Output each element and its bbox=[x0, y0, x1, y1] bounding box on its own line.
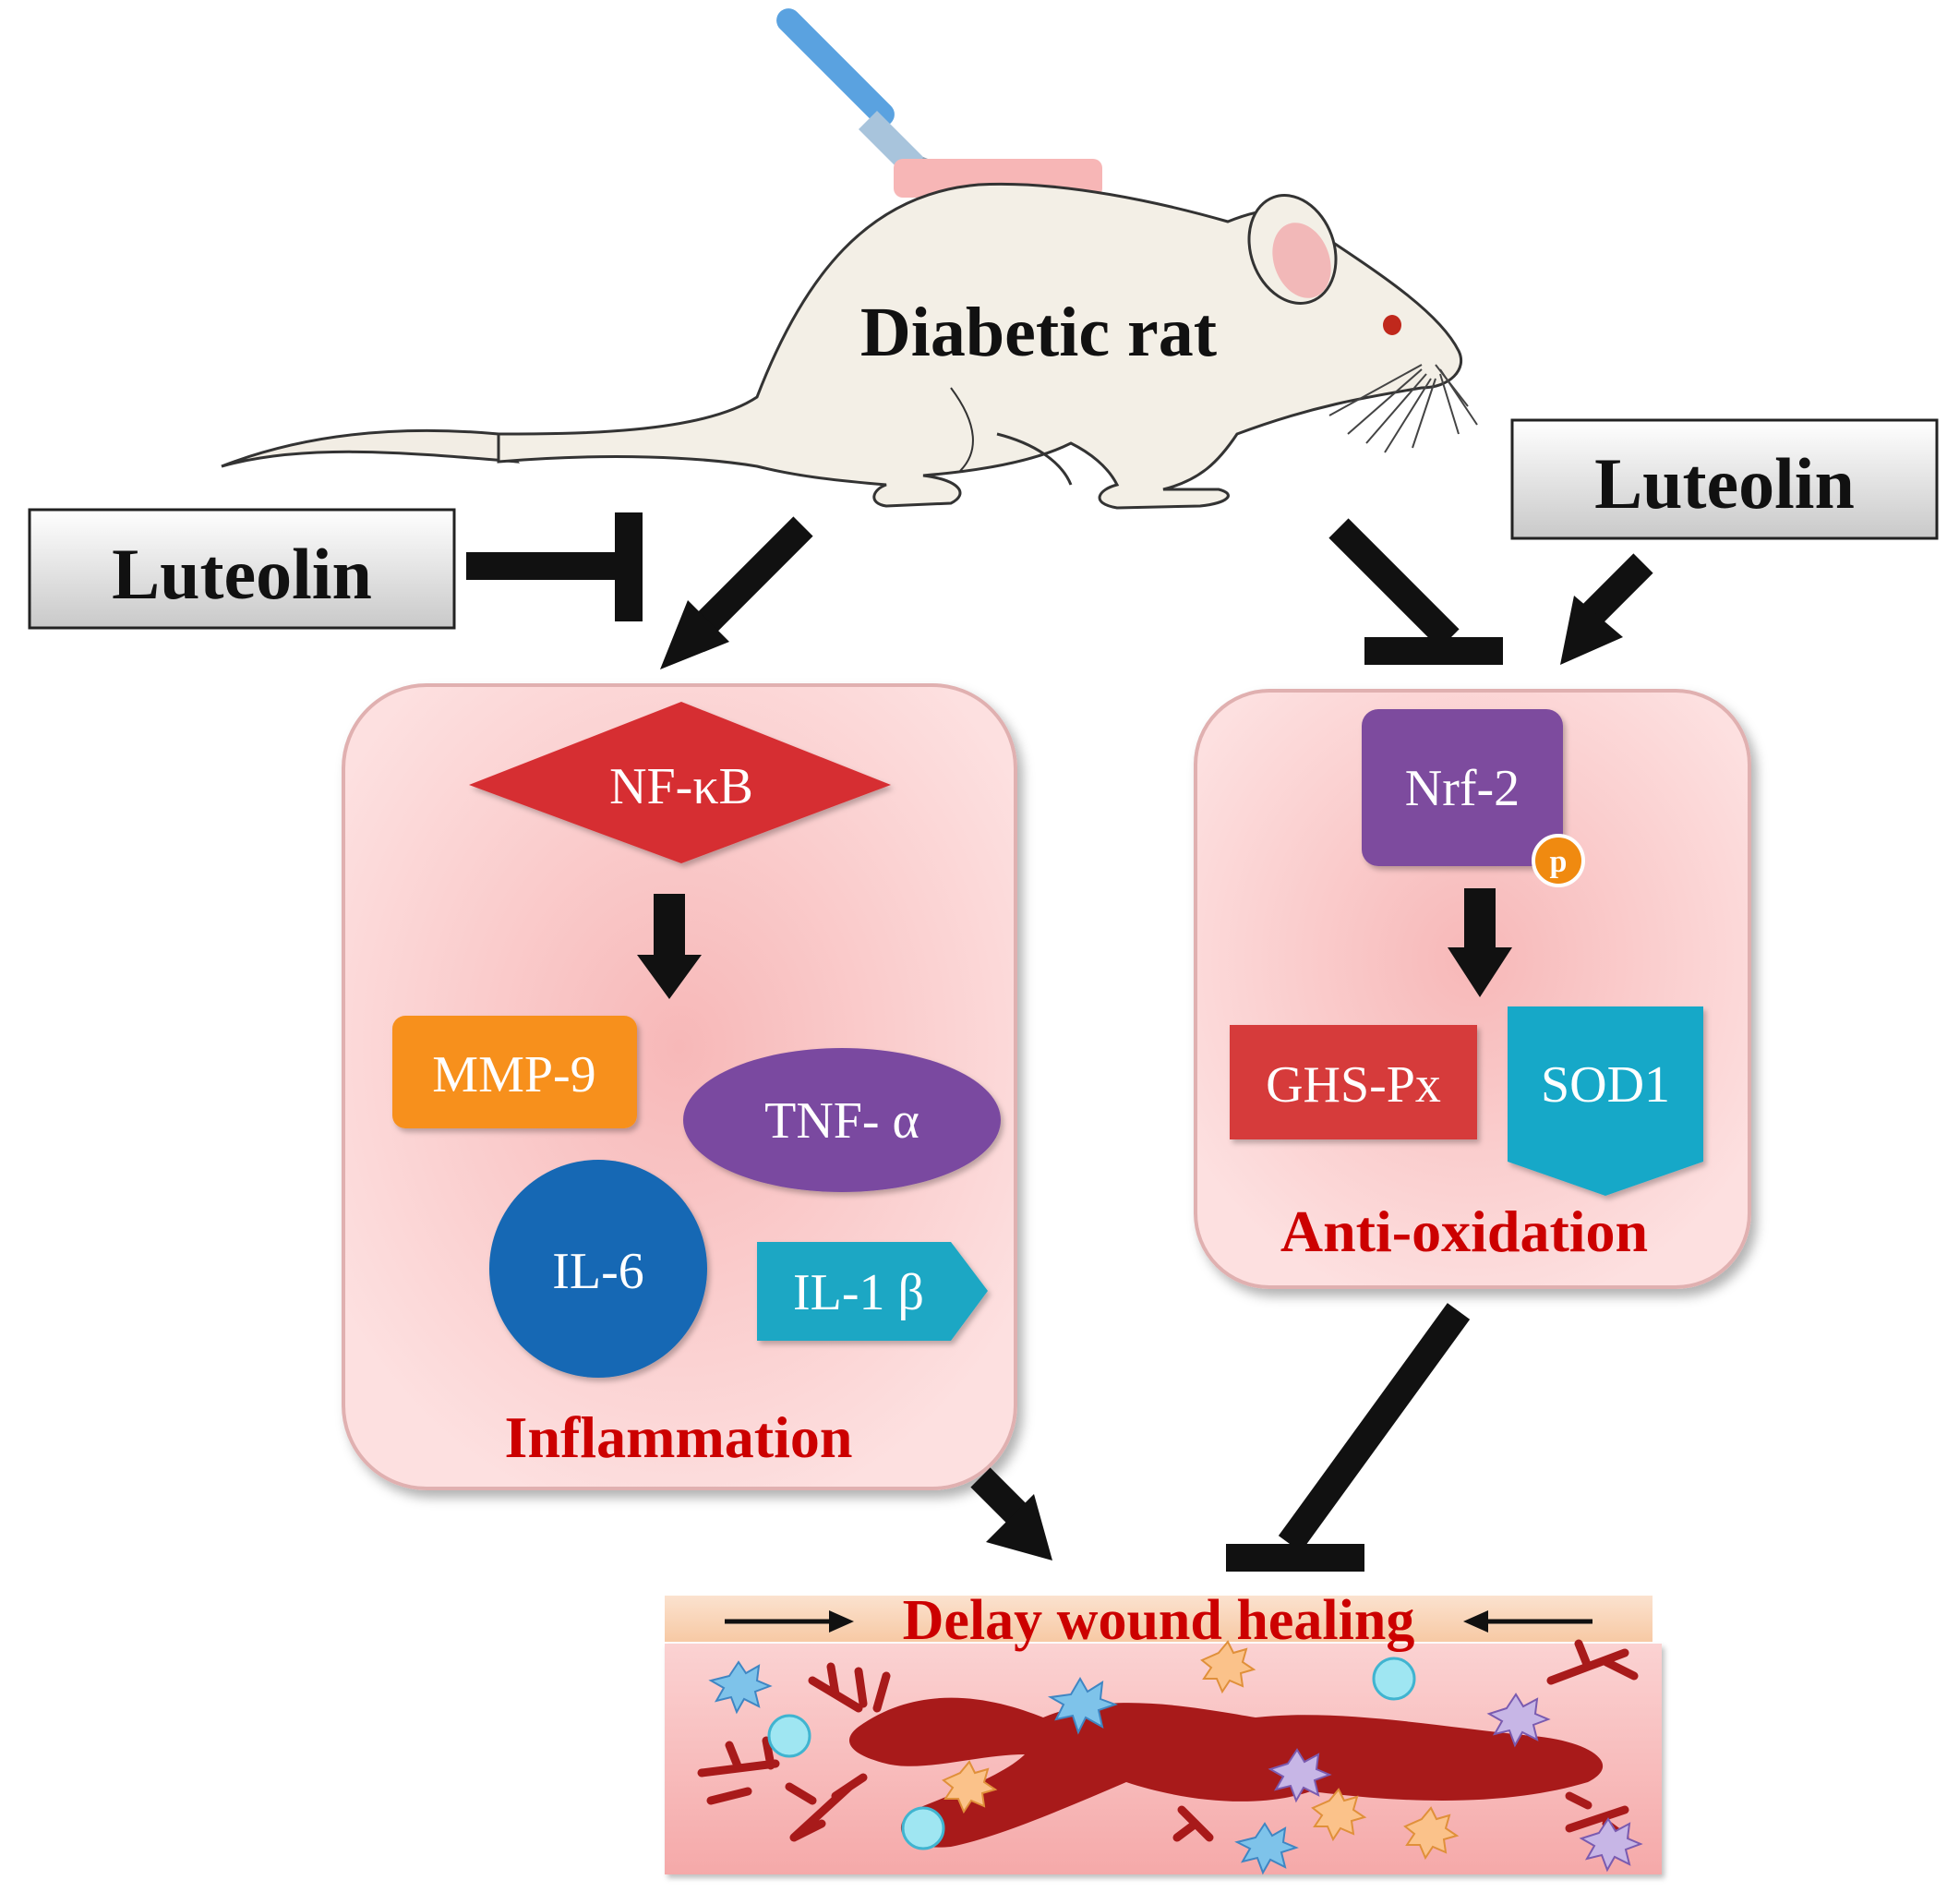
tnf-label: TNF- α bbox=[764, 1092, 919, 1150]
wound-tissue bbox=[665, 1596, 1662, 1875]
rat-label: Diabetic rat bbox=[860, 294, 1217, 371]
nfkb-node: NF-κB bbox=[469, 702, 891, 863]
wound-closing-arrows bbox=[725, 1610, 1592, 1633]
wound-label: Delay wound healing bbox=[903, 1589, 1415, 1652]
arrow-rat-to-inflammation bbox=[660, 516, 813, 669]
nrf2-node: Nrf-2 bbox=[1362, 709, 1563, 866]
il6-node: IL-6 bbox=[489, 1160, 707, 1378]
luteolin-right-label: Luteolin bbox=[1594, 443, 1855, 524]
inflammation-title: Inflammation bbox=[505, 1404, 853, 1470]
antioxidation-inhibit-wound bbox=[1226, 1303, 1471, 1572]
nrf2-label: Nrf-2 bbox=[1405, 760, 1520, 817]
orange-star-cells bbox=[942, 1640, 1460, 1861]
cyan-cells bbox=[767, 1657, 1416, 1850]
ghspx-node: GHS-Px bbox=[1230, 1025, 1477, 1139]
rat-illustration bbox=[221, 182, 1478, 510]
arrow-nfkb-down bbox=[637, 894, 702, 999]
il1b-node: IL-1 β bbox=[757, 1242, 988, 1341]
arrow-inflammation-to-wound bbox=[970, 1467, 1052, 1561]
ghspx-label: GHS-Px bbox=[1266, 1056, 1441, 1114]
luteolin-left-box: Luteolin bbox=[28, 508, 456, 630]
tnf-node: TNF- α bbox=[683, 1048, 1001, 1192]
sod1-node: SOD1 bbox=[1508, 1006, 1703, 1196]
il1b-label: IL-1 β bbox=[793, 1264, 924, 1321]
blue-star-cells bbox=[708, 1660, 1299, 1875]
luteolin-right-box: Luteolin bbox=[1510, 418, 1939, 540]
rat-inhibit-antioxidation bbox=[1328, 518, 1503, 665]
phospho-label: p bbox=[1550, 845, 1568, 879]
luteolin-left-inhibit bbox=[466, 512, 643, 621]
purple-star-cells bbox=[1268, 1693, 1643, 1873]
il6-label: IL-6 bbox=[552, 1243, 644, 1300]
luteolin-left-label: Luteolin bbox=[112, 534, 372, 614]
antioxidation-title: Anti-oxidation bbox=[1280, 1199, 1648, 1264]
arrow-nrf2-down bbox=[1448, 888, 1512, 997]
sod1-label: SOD1 bbox=[1541, 1056, 1670, 1114]
mmp9-node: MMP-9 bbox=[392, 1016, 637, 1128]
nfkb-label: NF-κB bbox=[609, 758, 753, 815]
phospho-badge: p bbox=[1532, 834, 1585, 887]
mmp9-label: MMP-9 bbox=[432, 1046, 595, 1103]
arrow-luteolin-to-antioxidation bbox=[1560, 553, 1653, 665]
